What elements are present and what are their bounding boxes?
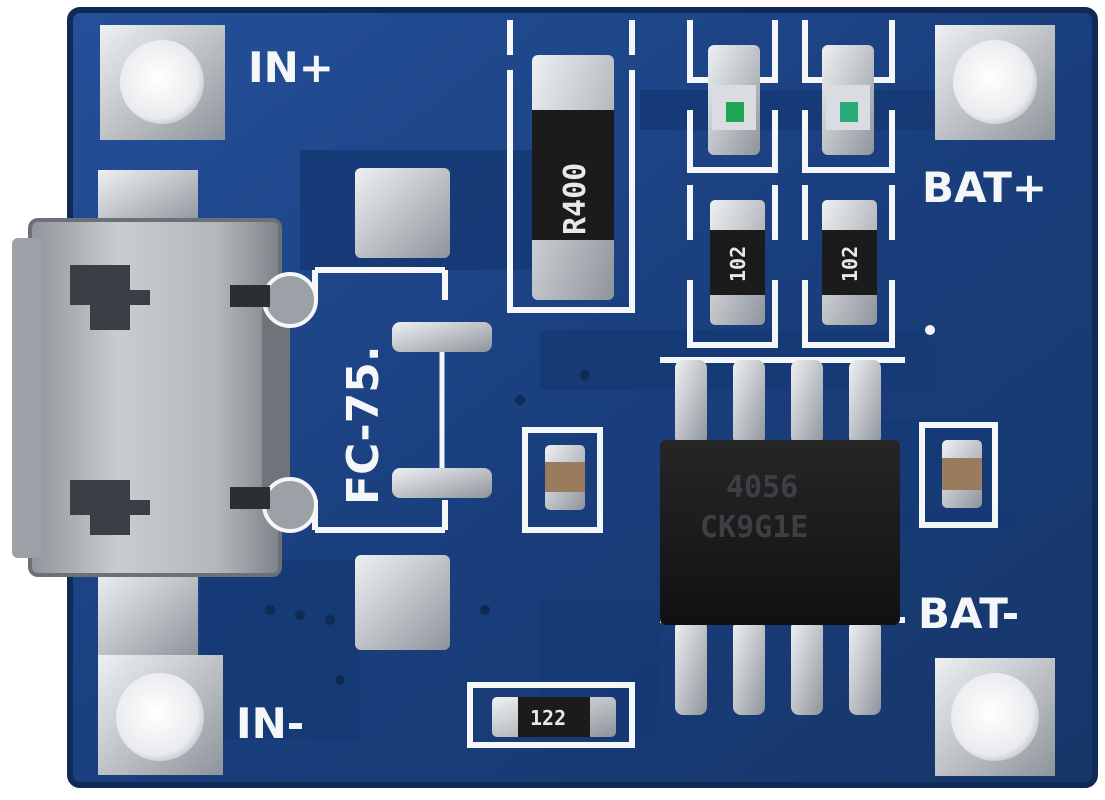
capacitor-right xyxy=(942,440,982,508)
svg-text:4056: 4056 xyxy=(726,470,798,505)
diode-pad-bottom xyxy=(392,468,492,498)
label-bat-minus: BAT- xyxy=(918,589,1019,638)
svg-text:102: 102 xyxy=(838,246,862,282)
smd-led-icon-2 xyxy=(822,45,874,155)
capacitor-left xyxy=(545,445,585,510)
ic-pins-top xyxy=(675,360,881,445)
ic-pins-bottom xyxy=(675,620,881,715)
label-in-plus: IN+ xyxy=(248,43,334,92)
led-resistor-1: 102 xyxy=(710,200,765,325)
vias xyxy=(265,325,935,685)
mounting-hole-in-minus xyxy=(98,655,223,775)
mounting-hole-bat-minus xyxy=(935,658,1055,776)
led-resistor-2: 102 xyxy=(822,200,877,325)
solder-pad-top xyxy=(355,168,450,258)
label-in-minus: IN- xyxy=(236,699,304,748)
svg-text:CK9G1E: CK9G1E xyxy=(700,510,808,545)
diode-pad-top xyxy=(392,322,492,352)
svg-text:122: 122 xyxy=(530,706,566,730)
mounting-hole-bat-plus xyxy=(935,25,1055,140)
solder-pad-usb-bottom xyxy=(98,570,198,655)
solder-pad-bottom xyxy=(355,555,450,650)
svg-text:R400: R400 xyxy=(558,163,593,235)
prog-resistor: 122 xyxy=(492,697,616,737)
svg-text:102: 102 xyxy=(726,246,750,282)
label-fc-code: FC-75. xyxy=(338,345,389,505)
solder-pad-usb-top xyxy=(98,170,198,225)
micro-usb-connector-icon xyxy=(12,218,318,577)
sense-resistor: R400 xyxy=(532,55,614,300)
mounting-hole-in-plus xyxy=(100,25,225,140)
label-bat-plus: BAT+ xyxy=(922,163,1047,212)
sop8-chip-icon: 4056 CK9G1E xyxy=(660,440,900,625)
smd-led-icon xyxy=(708,45,760,155)
